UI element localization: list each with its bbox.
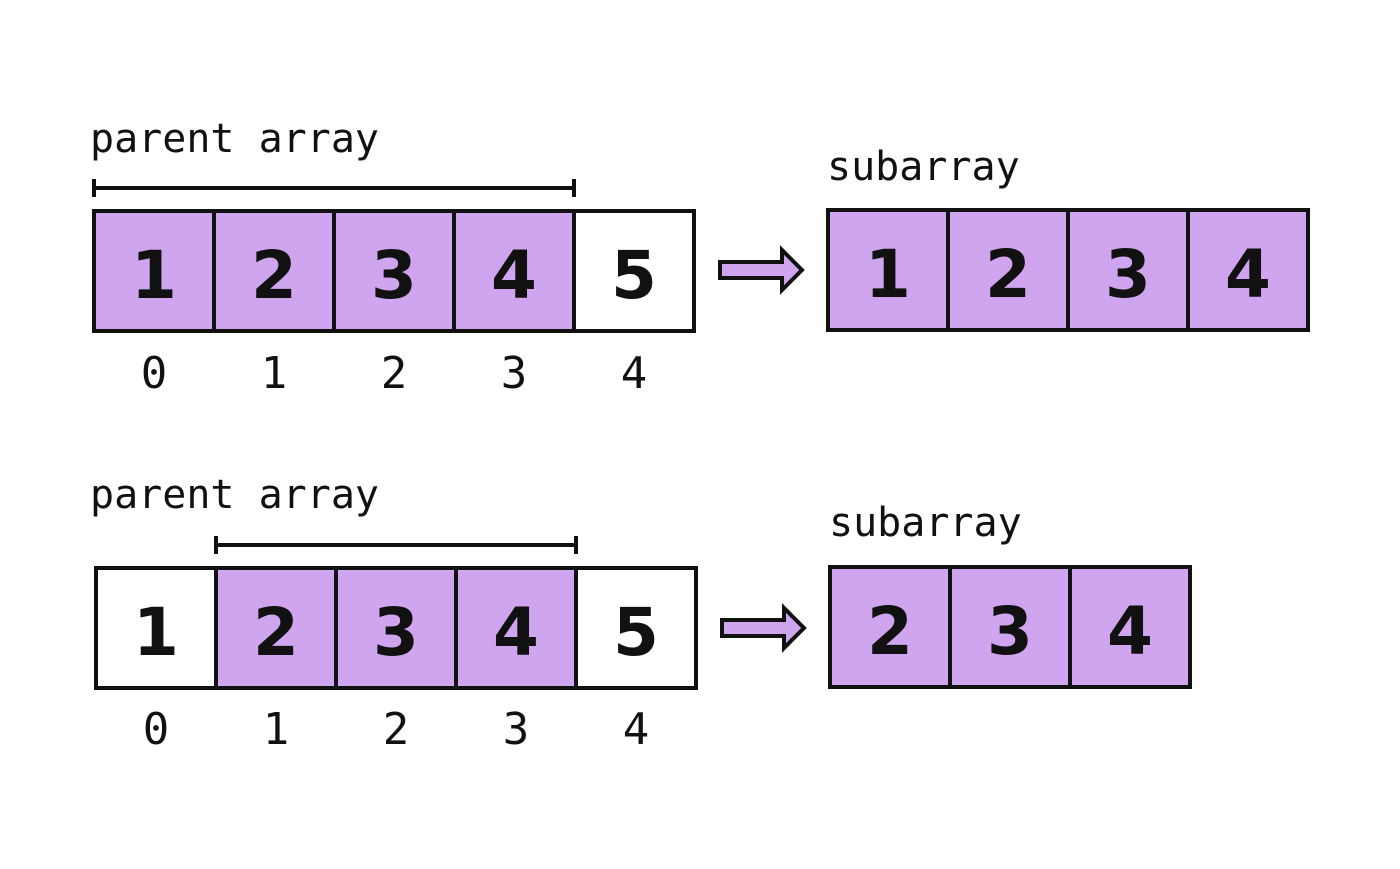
cell-value: 2 <box>985 236 1031 313</box>
subarray-cell: 4 <box>1068 565 1192 689</box>
index-label: 0 <box>141 348 168 399</box>
cell-value: 2 <box>253 594 299 671</box>
index-label: 1 <box>261 348 288 399</box>
selection-bracket <box>214 536 578 554</box>
subarray-cell: 2 <box>828 565 952 689</box>
parent-cell: 5 <box>572 209 696 333</box>
cell-value: 4 <box>493 594 539 671</box>
parent-cell: 3 <box>334 566 458 690</box>
cell-value: 3 <box>373 594 419 671</box>
subarray-cell: 3 <box>948 565 1072 689</box>
subarray-label: subarray <box>827 144 1020 190</box>
cell-value: 4 <box>1225 236 1271 313</box>
cell-value: 1 <box>133 594 179 671</box>
parent-cell: 2 <box>212 209 336 333</box>
cell-value: 4 <box>1107 593 1153 670</box>
index-label: 3 <box>501 348 528 399</box>
parent-cell: 3 <box>332 209 456 333</box>
cell-value: 3 <box>1105 236 1151 313</box>
parent-cell: 4 <box>454 566 578 690</box>
subarray-cell: 2 <box>946 208 1070 332</box>
right-arrow-icon <box>720 603 807 653</box>
parent-array-label: parent array <box>90 116 379 162</box>
cell-value: 4 <box>491 237 537 314</box>
cell-value: 5 <box>613 594 659 671</box>
index-label: 0 <box>143 704 170 755</box>
index-label: 2 <box>383 704 410 755</box>
cell-value: 3 <box>371 237 417 314</box>
index-label: 4 <box>621 348 648 399</box>
subarray-cell: 1 <box>826 208 950 332</box>
right-arrow-icon <box>718 245 805 295</box>
parent-cell: 5 <box>574 566 698 690</box>
cell-value: 1 <box>865 236 911 313</box>
selection-bracket <box>92 179 576 197</box>
index-label: 1 <box>263 704 290 755</box>
subarray-cell: 3 <box>1066 208 1190 332</box>
cell-value: 3 <box>987 593 1033 670</box>
parent-cell: 1 <box>92 209 216 333</box>
cell-value: 5 <box>611 237 657 314</box>
parent-array-label: parent array <box>90 472 379 518</box>
cell-value: 2 <box>867 593 913 670</box>
parent-cell: 1 <box>94 566 218 690</box>
subarray-cell: 4 <box>1186 208 1310 332</box>
index-label: 2 <box>381 348 408 399</box>
cell-value: 2 <box>251 237 297 314</box>
subarray-label: subarray <box>829 500 1022 546</box>
index-label: 4 <box>623 704 650 755</box>
parent-cell: 4 <box>452 209 576 333</box>
index-label: 3 <box>503 704 530 755</box>
parent-cell: 2 <box>214 566 338 690</box>
cell-value: 1 <box>131 237 177 314</box>
